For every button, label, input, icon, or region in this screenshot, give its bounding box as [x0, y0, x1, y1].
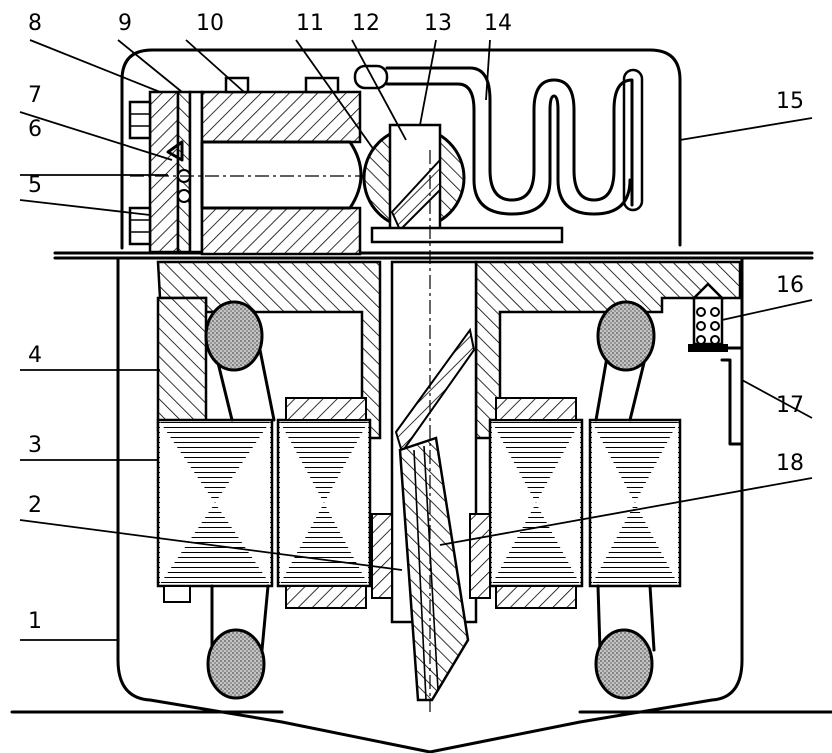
thrust-washer: [370, 226, 564, 244]
callout-13: 13: [424, 11, 452, 36]
upper-housing: [120, 48, 682, 250]
callout-6: 6: [28, 117, 42, 142]
coil-end-turns: [204, 300, 656, 700]
mounting-bracket: [720, 346, 744, 446]
cylinder-block: [200, 76, 362, 256]
callout-17: 17: [776, 393, 804, 418]
mounting-flange: [53, 251, 814, 260]
callout-3: 3: [28, 433, 42, 458]
callout-9: 9: [118, 11, 132, 36]
stator-left: [156, 397, 372, 609]
lower-housing-shell: [116, 256, 744, 753]
callout-1: 1: [28, 609, 42, 634]
eccentric-shaft: [371, 150, 491, 712]
discharge-tube: [353, 64, 644, 216]
callout-10: 10: [196, 11, 224, 36]
valve-plate-assembly: [128, 90, 204, 254]
relief-spring-valve: [688, 282, 728, 352]
callout-8: 8: [28, 11, 42, 36]
callout-14: 14: [484, 11, 512, 36]
callout-5: 5: [28, 173, 42, 198]
stator-right: [488, 397, 682, 609]
leader-lines: [19, 39, 813, 641]
callout-2: 2: [28, 493, 42, 518]
callout-7: 7: [28, 83, 42, 108]
callout-12: 12: [352, 11, 380, 36]
callout-4: 4: [28, 343, 42, 368]
callout-18: 18: [776, 451, 804, 476]
callout-16: 16: [776, 273, 804, 298]
crank-ball-joint: [362, 123, 466, 234]
callout-11: 11: [296, 11, 324, 36]
piston: [200, 140, 363, 210]
callout-15: 15: [776, 89, 804, 114]
